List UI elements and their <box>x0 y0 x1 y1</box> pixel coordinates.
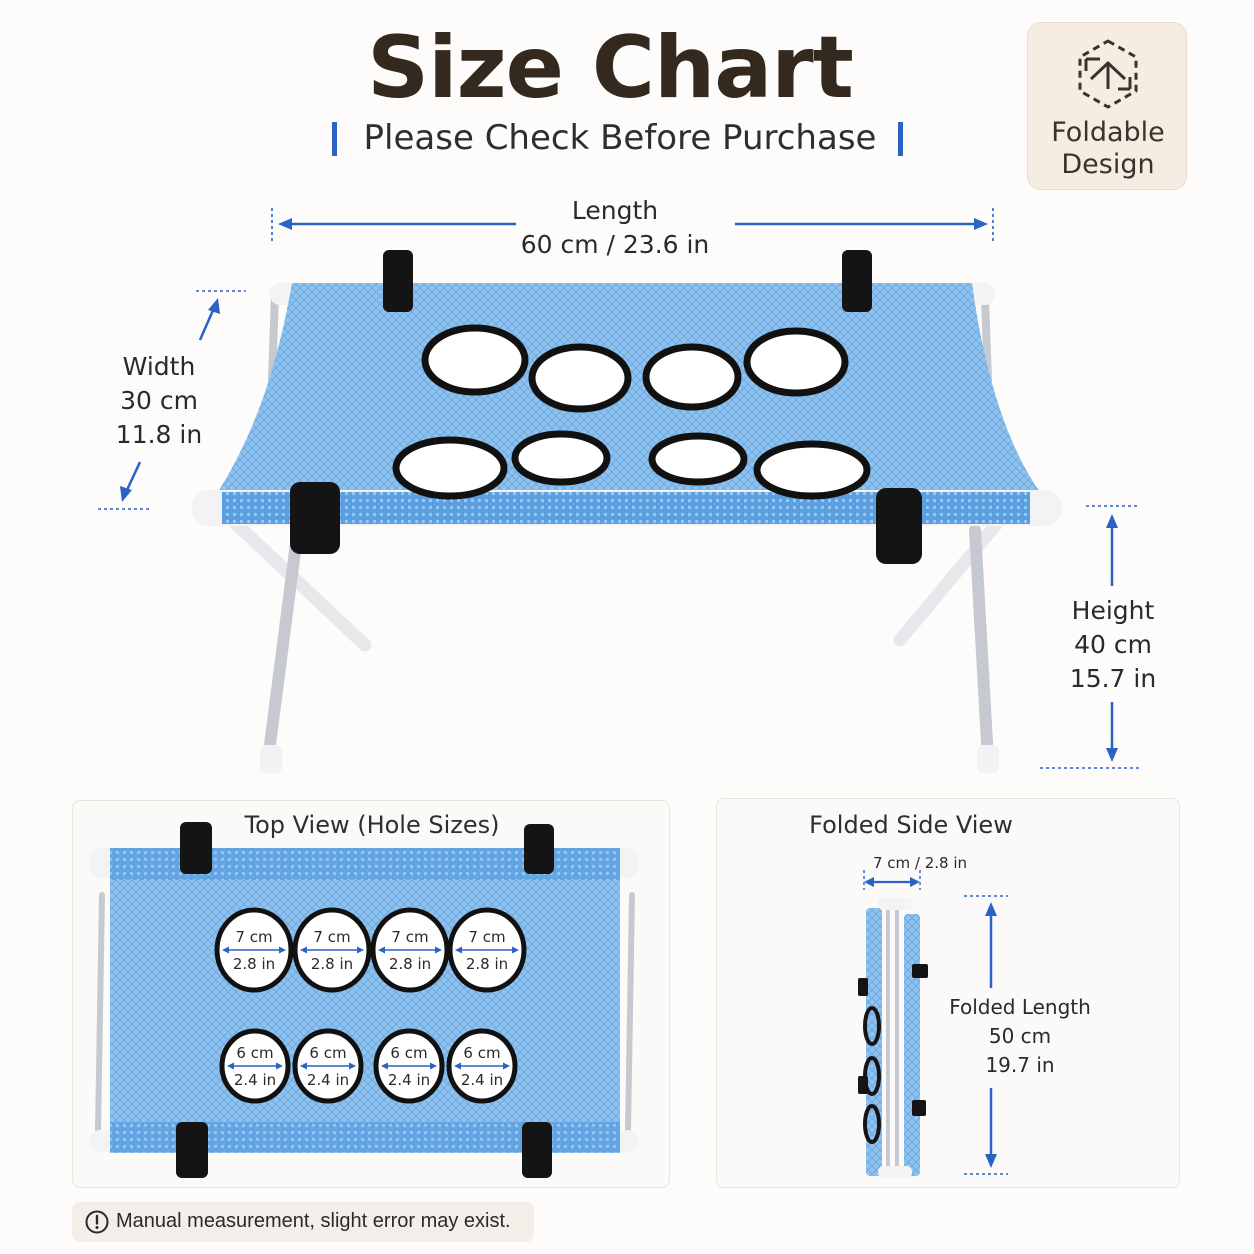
hole-size-in: 2.4 in <box>461 1071 503 1089</box>
hole-size-cm: 6 cm <box>236 1044 273 1062</box>
folded-view-illustration <box>858 870 1008 1178</box>
foldable-badge: Foldable Design <box>1027 22 1187 190</box>
folded-view-title: Folded Side View <box>809 811 1013 839</box>
hole-size-in: 2.8 in <box>466 955 508 973</box>
length-label: Length 60 cm / 23.6 in <box>520 196 710 259</box>
hole-size-cm: 7 cm <box>468 928 505 946</box>
top-view-straps <box>176 822 554 1178</box>
hole-small-4: 6 cm 2.4 in <box>446 1028 518 1104</box>
top-view-mesh <box>110 848 620 1153</box>
badge-label: Foldable Design <box>1051 117 1165 180</box>
hole-size-cm: 6 cm <box>463 1044 500 1062</box>
folded-length-label: Folded Length 50 cm 19.7 in <box>949 995 1091 1077</box>
hole-size-in: 2.4 in <box>388 1071 430 1089</box>
table-straps <box>290 250 922 564</box>
hole-size-cm: 6 cm <box>309 1044 346 1062</box>
warning-circle-icon <box>85 1210 109 1234</box>
subtitle-bar-right <box>898 122 903 156</box>
top-view-title: Top View (Hole Sizes) <box>244 811 500 839</box>
height-arrow <box>1040 505 1140 769</box>
small-holes: 6 cm 2.4 in 6 cm 2.4 in 6 cm 2.4 in 6 cm 2.4 in <box>219 1028 518 1104</box>
folded-thickness-label: 7 cm / 2.8 in <box>872 854 968 872</box>
hole-size-in: 2.4 in <box>234 1071 276 1089</box>
folded-view-panel: Folded Side View 7 cm / 2.8 in Folded Le… <box>716 798 1180 1188</box>
page-title: Size Chart <box>367 18 854 118</box>
fold-cube-icon <box>1078 39 1138 109</box>
hole-large-4: 7 cm 2.8 in <box>447 907 527 993</box>
hole-size-cm: 7 cm <box>235 928 272 946</box>
hole-large-3: 7 cm 2.8 in <box>370 907 450 993</box>
width-label: Width 30 cm 11.8 in <box>115 352 203 449</box>
hole-large-1: 7 cm 2.8 in <box>214 907 294 993</box>
hole-small-1: 6 cm 2.4 in <box>219 1028 291 1104</box>
top-view-illustration: 7 cm 2.8 in 7 cm 2.8 in 7 cm 2.8 in 7 cm 2.8 in… <box>90 822 638 1178</box>
folded-hole-rings <box>863 1006 881 1144</box>
table-holes <box>392 324 871 500</box>
hole-size-in: 2.4 in <box>307 1071 349 1089</box>
hole-large-2: 7 cm 2.8 in <box>292 907 372 993</box>
hole-size-in: 2.8 in <box>233 955 275 973</box>
page-subtitle: Please Check Before Purchase <box>363 118 877 158</box>
hole-small-3: 6 cm 2.4 in <box>373 1028 445 1104</box>
subtitle-bar-left <box>332 122 337 156</box>
folded-length-arrow <box>964 895 1008 1175</box>
height-label: Height 40 cm 15.7 in <box>1069 596 1157 693</box>
table-illustration <box>98 208 1140 773</box>
hole-size-cm: 6 cm <box>390 1044 427 1062</box>
hole-size-in: 2.8 in <box>389 955 431 973</box>
length-arrow <box>271 208 994 242</box>
large-holes: 7 cm 2.8 in 7 cm 2.8 in 7 cm 2.8 in 7 cm 2.8 in <box>214 907 527 993</box>
width-arrow <box>98 290 246 510</box>
folded-thickness-arrow <box>863 870 921 890</box>
table-legs <box>225 291 1007 773</box>
hole-size-cm: 7 cm <box>391 928 428 946</box>
folded-mesh-right <box>904 914 920 1176</box>
measurement-note: Manual measurement, slight error may exi… <box>72 1202 534 1242</box>
note-text: Manual measurement, slight error may exi… <box>116 1210 511 1232</box>
hole-small-2: 6 cm 2.4 in <box>292 1028 364 1104</box>
hole-size-in: 2.8 in <box>311 955 353 973</box>
hole-size-cm: 7 cm <box>313 928 350 946</box>
